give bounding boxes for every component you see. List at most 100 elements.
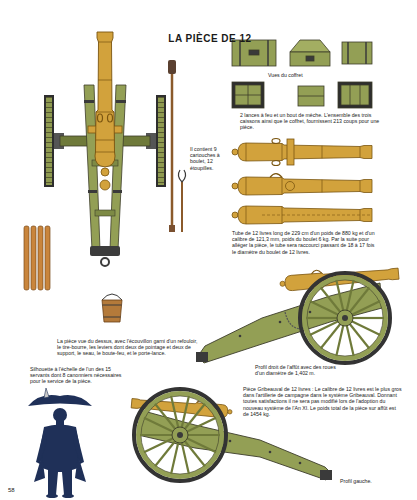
dolphin <box>98 114 103 122</box>
wheel <box>134 389 226 481</box>
left-profile-gun <box>228 409 233 414</box>
coffret-views <box>267 40 269 66</box>
wheel <box>141 396 219 474</box>
iron-strap <box>84 100 94 103</box>
coffret-views <box>298 96 324 97</box>
label-text: La pièce vue du dessus, avec l'écouvillo… <box>57 338 197 356</box>
right-profile-gun <box>239 335 242 338</box>
gun-tube <box>246 143 360 161</box>
right-profile-gun <box>196 263 399 363</box>
right-profile-gun <box>311 270 321 274</box>
label-text: 58 <box>8 487 15 493</box>
bucket <box>102 294 122 300</box>
gun-tube <box>232 149 238 155</box>
gun-tube <box>360 181 361 192</box>
label-text: Silhouette à l'échelle de l'un des 15 se… <box>30 366 121 384</box>
caption-note: 2 lances à feu et un bout de mèche. L'en… <box>240 112 380 131</box>
levers <box>24 226 29 290</box>
wheel-top <box>158 97 164 185</box>
left-profile-gun <box>229 440 232 443</box>
lunette <box>101 258 109 266</box>
wheel <box>172 427 188 443</box>
caption-note: La pièce vue du dessus, avec l'écouvillo… <box>57 338 202 357</box>
linstock <box>178 170 185 182</box>
tube-rings <box>99 42 112 43</box>
gun-tube <box>360 210 361 221</box>
wheel <box>171 396 178 428</box>
wheel-top <box>44 95 54 187</box>
top-view-gun <box>44 32 166 266</box>
wheel <box>306 317 338 319</box>
label-text: Pièce Gribeauval de 12 livres : Le calib… <box>243 386 402 417</box>
coffret-views <box>350 85 351 105</box>
left-profile-gun <box>320 470 332 480</box>
gun-tube <box>262 215 372 216</box>
gun-tube <box>246 206 360 224</box>
caption-note: Vues du coffret <box>268 72 330 78</box>
wheel <box>300 273 390 363</box>
cascabel <box>101 168 109 176</box>
bucket <box>103 305 122 306</box>
soldier-silhouette <box>28 395 92 406</box>
coffret-views <box>290 52 330 66</box>
bucket <box>102 294 122 322</box>
right-profile-gun <box>198 283 382 363</box>
levers <box>45 226 50 290</box>
caption-note: Pièce Gribeauval de 12 livres : Le calib… <box>243 386 403 417</box>
rammer-sponge <box>169 225 175 232</box>
gun-tube <box>238 143 372 161</box>
gun-tube <box>246 177 360 195</box>
bucket <box>104 317 121 318</box>
gun-tube <box>238 206 372 224</box>
iron-strap <box>113 190 122 193</box>
wheel <box>300 273 390 363</box>
soldier-silhouette <box>46 494 58 498</box>
wheel <box>139 394 222 477</box>
coffret-views <box>232 40 372 108</box>
coffret-views <box>338 82 372 108</box>
left-profile-gun <box>299 462 302 465</box>
wheel <box>337 310 353 326</box>
wheel <box>349 323 369 348</box>
soldier-silhouette <box>75 455 86 482</box>
wheel <box>347 325 354 356</box>
gun-tube <box>282 178 283 195</box>
gun-tube <box>232 174 372 195</box>
wheel <box>134 389 226 481</box>
gun-tube <box>270 174 282 178</box>
tube-rings <box>98 80 112 81</box>
gun-tube <box>282 144 283 161</box>
wheel <box>140 434 173 436</box>
label-text: Tube de 12 livres long de 229 cm d'un po… <box>232 230 375 255</box>
wheel <box>177 432 183 438</box>
transom <box>95 210 115 216</box>
gun-tube <box>272 161 280 166</box>
left-profile-gun <box>229 440 302 465</box>
coffret-views <box>342 42 372 64</box>
gun-tube <box>282 207 283 224</box>
coffret-views <box>347 42 349 64</box>
coffret-views <box>306 56 314 61</box>
levers <box>38 226 43 290</box>
wheel <box>307 280 383 356</box>
wheel <box>182 442 189 474</box>
wheel <box>184 440 205 466</box>
gun-tube <box>232 206 372 224</box>
coffret-views <box>365 42 367 64</box>
wheel <box>310 321 339 335</box>
label-text: 2 lances à feu et un bout de mèche. L'en… <box>240 112 379 130</box>
caption-note: 58 <box>8 487 28 494</box>
wheel-top <box>156 95 166 187</box>
gun-tube <box>232 212 238 218</box>
coffret-views <box>360 85 361 105</box>
wheel <box>351 301 380 315</box>
tube-rings <box>96 42 115 152</box>
wheel <box>352 317 384 319</box>
gun-tube <box>246 206 247 224</box>
levers <box>31 226 36 290</box>
soldier-silhouette <box>40 425 80 496</box>
bucket <box>102 300 122 322</box>
caption-note: Profil gauche. <box>340 478 400 484</box>
gun-tube <box>246 177 247 195</box>
